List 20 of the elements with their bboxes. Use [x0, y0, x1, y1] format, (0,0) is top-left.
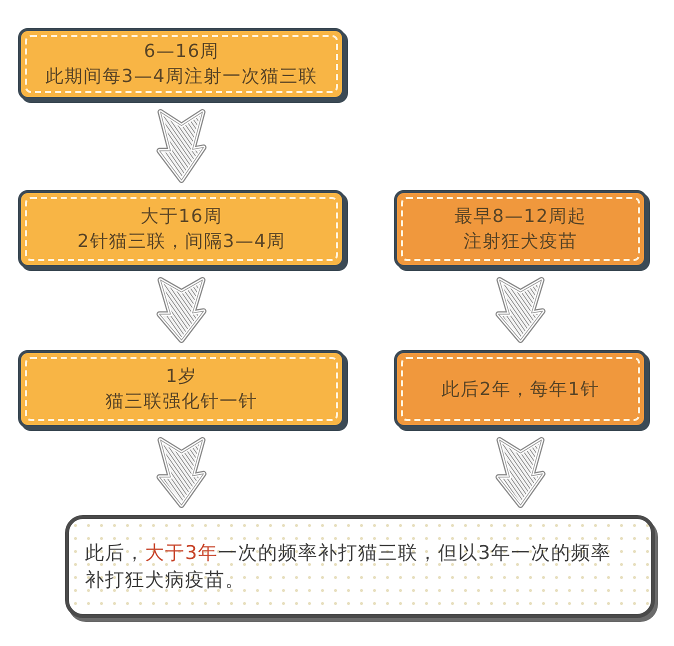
process-box — [394, 190, 647, 268]
box-text: 猫三联强化针一针 — [106, 390, 258, 414]
box-text: 2针猫三联，间隔3—4周 — [77, 230, 286, 254]
box-heading: 1岁 — [166, 365, 198, 389]
down-arrow — [156, 109, 206, 183]
process-box — [18, 350, 345, 428]
box-heading: 大于16周 — [140, 205, 222, 229]
box-heading: 最早8—12周起 — [454, 205, 587, 229]
down-arrow — [156, 437, 206, 508]
down-arrow — [496, 437, 546, 508]
box-text: 注射狂犬疫苗 — [464, 230, 578, 254]
down-arrow — [156, 277, 206, 343]
box-heading: 6—16周 — [144, 40, 220, 64]
box-text: 此后2年，每年1针 — [442, 378, 600, 402]
box-text: 此期间每3—4周注射一次猫三联 — [46, 65, 318, 89]
process-box — [394, 350, 647, 428]
box-text: 此后，大于3年一次的频率补打猫三联，但以3年一次的频率补打狂犬病疫苗。 — [85, 540, 612, 592]
down-arrow — [496, 277, 546, 343]
process-box — [18, 190, 345, 268]
process-box — [18, 28, 345, 100]
